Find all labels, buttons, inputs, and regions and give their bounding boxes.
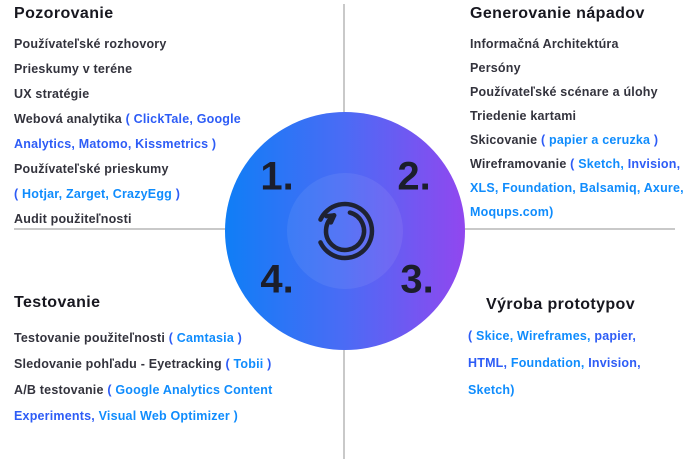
- iteration-cycle-arrows-icon: [318, 201, 375, 261]
- list-line-segment: Používateľské rozhovory: [14, 37, 167, 51]
- list-line-segment: papier,: [590, 329, 637, 343]
- list-line-segment: Testovanie použiteľnosti: [14, 331, 169, 345]
- list-line: Analytics, Matomo, Kissmetrics ): [14, 132, 241, 157]
- inner-highlight-disc: [287, 173, 403, 289]
- list-line-segment: Camtasia: [176, 331, 234, 345]
- list-line: Používateľské rozhovory: [14, 32, 241, 57]
- list-line-segment: (: [468, 329, 477, 343]
- list-line-segment: Sledovanie pohľadu - Eyetracking: [14, 357, 226, 371]
- list-line: ( Skice, Wireframes, papier,: [468, 323, 641, 350]
- list-line: Experiments, Visual Web Optimizer ): [14, 403, 273, 429]
- quadrant-prototyping-title: Výroba prototypov: [486, 296, 636, 313]
- list-line-segment: Experiments,: [14, 409, 99, 423]
- list-line: XLS, Foundation, Balsamiq, Axure,: [470, 176, 684, 200]
- list-line-segment: Používateľské scénare a úlohy: [470, 85, 658, 99]
- list-line-segment: HTML,: [468, 356, 511, 370]
- process-cycle-circle: 1. 2. 3. 4.: [225, 112, 465, 350]
- list-line-segment: Tobii: [233, 357, 264, 371]
- list-line: Wireframovanie ( Sketch, Invision,: [470, 152, 684, 176]
- list-line-segment: (: [541, 133, 550, 147]
- quadrant-testing-list: Testovanie použiteľnosti ( Camtasia )Sle…: [14, 325, 273, 429]
- quadrant-ideation-title: Generovanie nápadov: [470, 5, 645, 22]
- list-line-segment: Moqups.com): [470, 205, 554, 219]
- list-line-segment: Skicovanie: [470, 133, 541, 147]
- list-line-segment: ): [172, 187, 181, 201]
- list-line-segment: papier a ceruzka: [549, 133, 651, 147]
- list-line: Prieskumy v teréne: [14, 57, 241, 82]
- step-number-1: 1.: [260, 154, 294, 199]
- list-line-segment: (: [225, 357, 234, 371]
- list-line: Sketch): [468, 377, 641, 404]
- list-line-segment: (: [14, 187, 23, 201]
- list-line: Informačná Architektúra: [470, 32, 684, 56]
- list-line-segment: Informačná Architektúra: [470, 37, 619, 51]
- list-line-segment: (: [168, 331, 177, 345]
- quadrant-prototyping: Výroba prototypov ( Skice, Wireframes, p…: [468, 296, 641, 404]
- step-number-4: 4.: [260, 257, 294, 302]
- list-line-segment: (: [107, 383, 116, 397]
- step-number-3: 3.: [400, 257, 434, 302]
- list-line-segment: Wireframovanie: [470, 157, 571, 171]
- list-line-segment: UX stratégie: [14, 87, 90, 101]
- list-line-segment: Sketch): [468, 383, 515, 397]
- list-line-segment: (: [570, 157, 579, 171]
- list-line-segment: A/B testovanie: [14, 383, 108, 397]
- list-line-segment: Audit použiteľnosti: [14, 212, 132, 226]
- list-line-segment: Hotjar, Zarget, CrazyEgg: [22, 187, 173, 201]
- quadrant-testing: Testovanie Testovanie použiteľnosti ( Ca…: [14, 294, 273, 429]
- list-line-segment: Používateľské prieskumy: [14, 162, 169, 176]
- list-line-segment: Triedenie kartami: [470, 109, 577, 123]
- list-line-segment: XLS, Foundation, Balsamiq, Axure,: [470, 181, 684, 195]
- list-line: Moqups.com): [470, 200, 684, 224]
- list-line: Testovanie použiteľnosti ( Camtasia ): [14, 325, 273, 351]
- list-line-segment: Sketch,: [578, 157, 625, 171]
- list-line: Skicovanie ( papier a ceruzka ): [470, 128, 684, 152]
- list-line: UX stratégie: [14, 82, 241, 107]
- quadrant-ideation: Generovanie nápadov Informačná Architekt…: [470, 5, 684, 224]
- list-line-segment: Analytics, Matomo, Kissmetrics ): [14, 137, 217, 151]
- list-line-segment: ( ClickTale, Google: [125, 112, 241, 126]
- list-line-segment: Foundation,: [510, 356, 585, 370]
- list-line-segment: Webová analytika: [14, 112, 126, 126]
- list-line: A/B testovanie ( Google Analytics Conten…: [14, 377, 273, 403]
- quadrant-testing-title: Testovanie: [14, 294, 101, 311]
- step-number-2: 2.: [397, 154, 431, 199]
- list-line: Persóny: [470, 56, 684, 80]
- list-line: HTML, Foundation, Invision,: [468, 350, 641, 377]
- list-line: Používateľské prieskumy: [14, 157, 241, 182]
- list-line: Triedenie kartami: [470, 104, 684, 128]
- quadrant-prototyping-list: ( Skice, Wireframes, papier,HTML, Founda…: [468, 323, 641, 404]
- list-line-segment: Google Analytics Content: [115, 383, 273, 397]
- list-line-segment: ): [650, 133, 659, 147]
- list-line-segment: ): [233, 331, 243, 345]
- list-line-segment: Persóny: [470, 61, 521, 75]
- list-line-segment: Prieskumy v teréne: [14, 62, 133, 76]
- quadrant-observation-title: Pozorovanie: [14, 5, 114, 22]
- list-line-segment: Invision,: [624, 157, 681, 171]
- list-line-segment: ): [263, 357, 272, 371]
- list-line: ( Hotjar, Zarget, CrazyEgg ): [14, 182, 241, 207]
- list-line: Používateľské scénare a úlohy: [470, 80, 684, 104]
- list-line-segment: Skice, Wireframes,: [476, 329, 591, 343]
- list-line: Webová analytika ( ClickTale, Google: [14, 107, 241, 132]
- list-line-segment: Invision,: [584, 356, 641, 370]
- list-line-segment: Visual Web Optimizer ): [98, 409, 238, 423]
- list-line: Sledovanie pohľadu - Eyetracking ( Tobii…: [14, 351, 273, 377]
- list-line: Audit použiteľnosti: [14, 207, 241, 232]
